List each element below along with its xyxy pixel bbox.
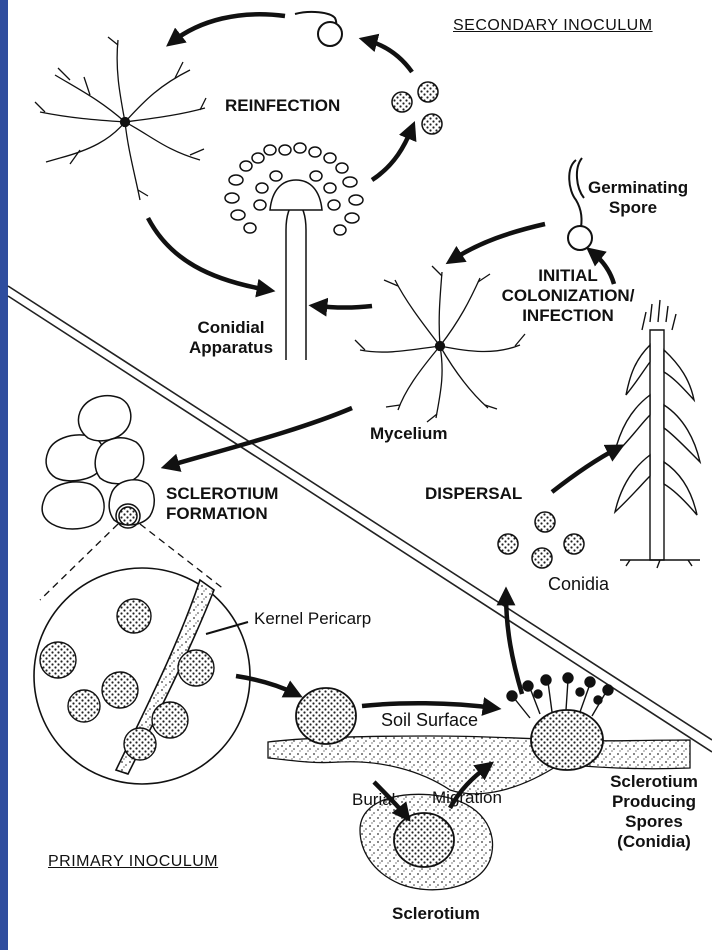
arrow-mycelium-to-apparatus-2 [316, 306, 372, 308]
producing-line4: (Conidia) [602, 832, 706, 852]
sclerotium-formation-line1: SCLEROTIUM [166, 484, 278, 504]
secondary-inoculum-label: SECONDARY INOCULUM [453, 16, 653, 36]
conidia-cluster-top-icon [392, 82, 442, 134]
corn-plant-icon [614, 300, 700, 568]
producing-line2: Producing [602, 792, 706, 812]
mycelium-reinfection-icon [35, 37, 206, 200]
kernel-pericarp-label: Kernel Pericarp [254, 609, 371, 629]
sclerotium-formation-label: SCLEROTIUM FORMATION [166, 484, 278, 524]
producing-line3: Spores [602, 812, 706, 832]
reinfection-label: REINFECTION [225, 96, 340, 116]
dispersal-label: DISPERSAL [425, 484, 522, 504]
sclerotium-formation-line2: FORMATION [166, 504, 278, 524]
germinating-spore-top-icon [295, 12, 342, 46]
conidial-line1: Conidial [176, 318, 286, 338]
arrow-conidia-up [506, 594, 522, 694]
primary-inoculum-label: PRIMARY INOCULUM [48, 852, 218, 872]
arrow-surface-to-sporulation [362, 703, 494, 708]
arrow-dispersal-to-plant [552, 448, 618, 492]
producing-line1: Sclerotium [602, 772, 706, 792]
initial-line3: INFECTION [478, 306, 658, 326]
conidia-cluster-lower-icon [498, 512, 584, 568]
mycelium-label: Mycelium [370, 424, 447, 444]
germinating-line1: Germinating [588, 178, 678, 198]
conidial-line2: Apparatus [176, 338, 286, 358]
germinating-spore-label: Germinating Spore [588, 178, 678, 218]
soil-surface-label: Soil Surface [381, 710, 478, 730]
sclerotium-label: Sclerotium [392, 904, 480, 924]
initial-line1: INITIAL [478, 266, 658, 286]
germinating-line2: Spore [588, 198, 678, 218]
initial-line2: COLONIZATION/ [478, 286, 658, 306]
arrow-apparatus-to-conidia [372, 128, 412, 180]
arrow-spore-to-mycelium [172, 14, 285, 42]
conidia-label: Conidia [548, 574, 609, 594]
initial-colonization-label: INITIAL COLONIZATION/ INFECTION [478, 266, 658, 326]
conidial-apparatus-label: Conidial Apparatus [176, 318, 286, 358]
burial-label: Burial [352, 790, 395, 810]
magnified-kernel-section [34, 568, 250, 784]
arrow-spore-to-mycelium-central [452, 224, 545, 260]
kernel-cluster-icon [42, 396, 154, 529]
sclerotium-producing-label: Sclerotium Producing Spores (Conidia) [602, 772, 706, 852]
migration-label: Migration [432, 788, 502, 808]
arrow-conidia-to-spore [366, 40, 412, 72]
